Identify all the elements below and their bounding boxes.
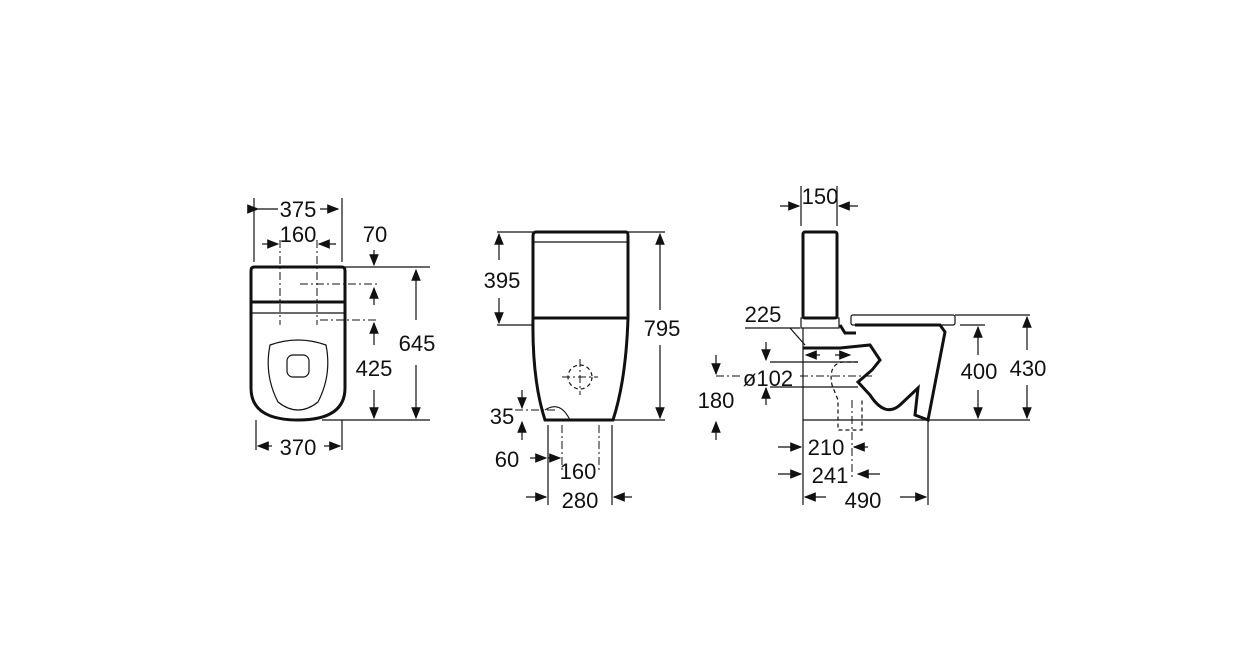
dim-total-seat-height: 430 (1010, 356, 1047, 381)
dim-length: 645 (399, 331, 436, 356)
dim-tank-height: 395 (484, 268, 521, 293)
dim-outlet-dist-max: 241 (812, 463, 849, 488)
dim-outlet-dist-min: 210 (808, 435, 845, 460)
front-view: 395 795 35 60 160 280 (484, 230, 681, 513)
dim-outlet-diameter: ø102 (743, 366, 793, 391)
dim-outlet-height: 180 (698, 388, 735, 413)
dim-seat-height: 400 (961, 359, 998, 384)
dim-total-depth: 490 (845, 488, 882, 513)
dim-base-width: 280 (562, 488, 599, 513)
dim-fixing: 425 (356, 356, 393, 381)
dim-offset: 70 (363, 222, 387, 247)
top-view: 375 160 70 645 425 370 (247, 197, 436, 460)
dim-inlet-offset: 60 (495, 447, 519, 472)
dim-fixing-spacing: 160 (560, 459, 597, 484)
dim-wall-gap: 225 (745, 302, 782, 327)
dim-total-height: 795 (644, 316, 681, 341)
side-view: 150 225 ø102 180 400 430 210 241 490 (698, 184, 1047, 513)
dim-tank-depth: 150 (802, 184, 839, 209)
dim-width-top: 375 (280, 197, 317, 222)
dim-inlet-height: 35 (490, 404, 514, 429)
dim-hole-spacing: 160 (280, 222, 317, 247)
dim-width-bottom: 370 (280, 435, 317, 460)
